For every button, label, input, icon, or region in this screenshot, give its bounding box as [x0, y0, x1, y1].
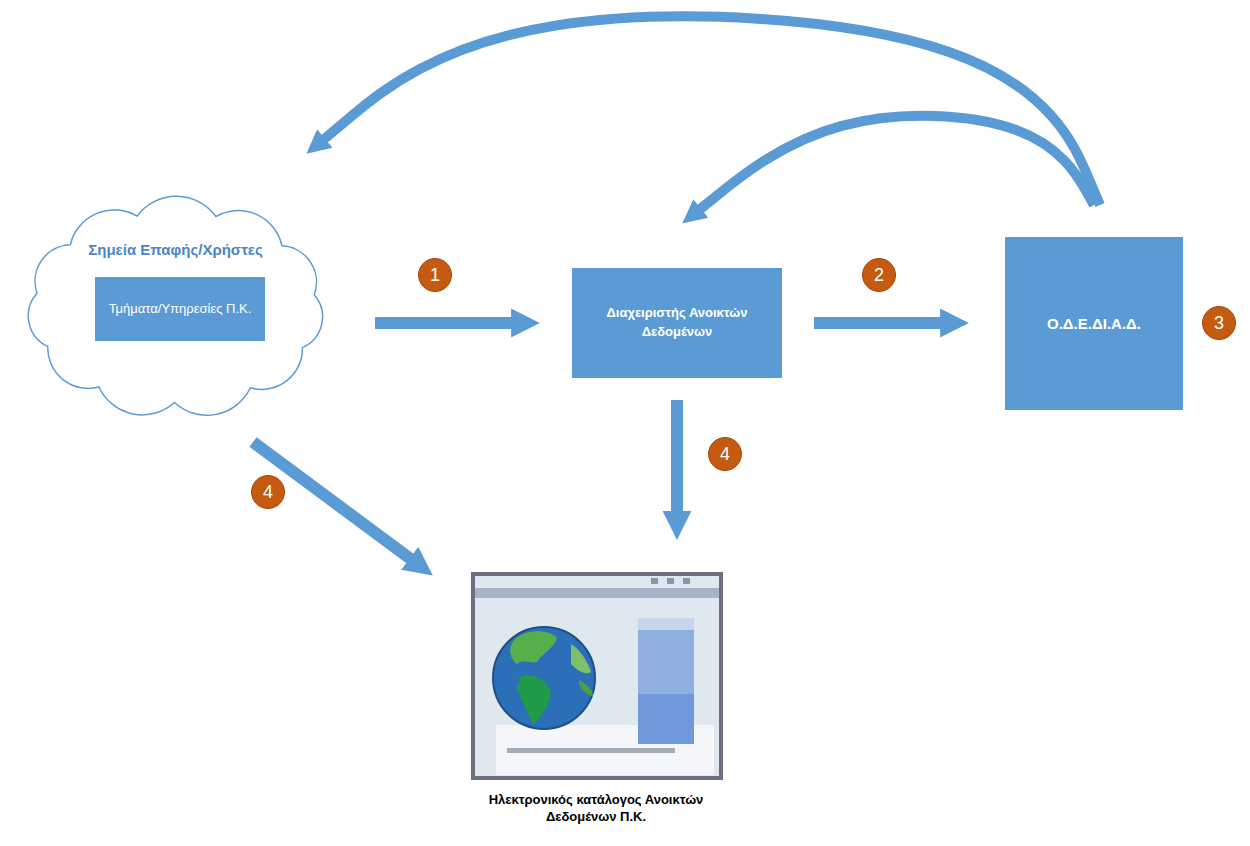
flow-arrow [323, 16, 1100, 205]
callout-number: 2 [862, 258, 896, 292]
cloud-shape [28, 196, 322, 415]
callout-number: 4 [708, 437, 742, 471]
flow-arrow [671, 400, 683, 514]
process-box: Ο.Δ.Ε.ΔΙ.Α.Δ. [1005, 237, 1183, 410]
process-box: Τμήματα/Υπηρεσίες Π.Κ. [95, 277, 265, 341]
flow-arrow [814, 317, 943, 329]
box-label: Ο.Δ.Ε.ΔΙ.Α.Δ. [1047, 313, 1141, 335]
callout-number: 4 [251, 475, 285, 509]
flow-arrow [699, 116, 1094, 210]
cloud-group: Τμήματα/Υπηρεσίες Π.Κ. Σημεία Επαφής/Χρήσ… [8, 185, 343, 430]
callout-number: 1 [418, 258, 452, 292]
process-box: Διαχειριστής Ανοικτών Δεδομένων [572, 268, 782, 378]
browser-icon [471, 572, 723, 780]
web-catalog: Ηλεκτρονικός κατάλογος Ανοικτών Δεδομένω… [440, 572, 752, 840]
callout-number: 3 [1202, 306, 1236, 340]
icon-caption: Ηλεκτρονικός κατάλογος Ανοικτών Δεδομένω… [481, 792, 711, 826]
group-heading: Σημεία Επαφής/Χρήστες [8, 241, 343, 258]
flow-arrow [375, 317, 514, 329]
box-label: Διαχειριστής Ανοικτών Δεδομένων [582, 304, 772, 342]
box-label: Τμήματα/Υπηρεσίες Π.Κ. [109, 300, 252, 319]
